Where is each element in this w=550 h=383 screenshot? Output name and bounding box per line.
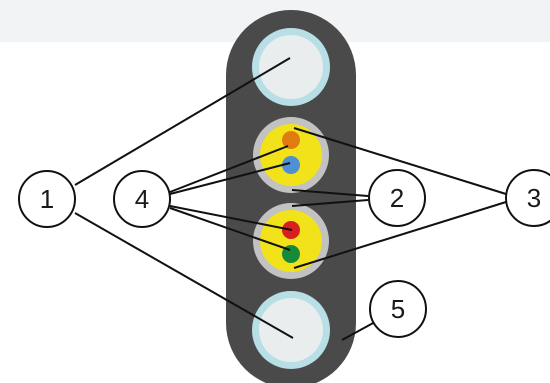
fiber-orange xyxy=(282,131,300,149)
leader-4-red xyxy=(169,205,293,231)
callout-3: 3 xyxy=(505,169,550,227)
callout-4: 4 xyxy=(113,170,171,228)
leader-3-lower xyxy=(293,201,507,269)
callout-1: 1 xyxy=(18,170,76,228)
fiber-unit-lower xyxy=(253,203,329,279)
callout-5-label: 5 xyxy=(391,294,405,324)
cable-jacket xyxy=(226,10,356,383)
leader-4-green xyxy=(169,207,291,251)
leader-4-orange xyxy=(169,145,289,193)
callout-1-label: 1 xyxy=(40,184,54,214)
callout-2-label: 2 xyxy=(390,183,404,213)
leader-3-upper xyxy=(293,127,507,195)
leader-1-top xyxy=(74,57,291,186)
leader-lines xyxy=(74,57,507,341)
leader-2-upper xyxy=(291,189,369,197)
leader-1-bottom xyxy=(74,212,294,339)
callout-4-label: 4 xyxy=(135,184,149,214)
fiber-blue xyxy=(282,156,300,174)
callout-2: 2 xyxy=(368,169,426,227)
callout-5: 5 xyxy=(369,280,427,338)
leader-2-lower xyxy=(291,199,369,207)
callout-3-label: 3 xyxy=(527,183,541,213)
leader-5 xyxy=(341,321,376,341)
strength-member-bottom xyxy=(252,291,330,369)
leader-4-blue xyxy=(169,162,291,195)
strength-member-top xyxy=(252,28,330,106)
fiber-unit-upper xyxy=(253,117,329,193)
